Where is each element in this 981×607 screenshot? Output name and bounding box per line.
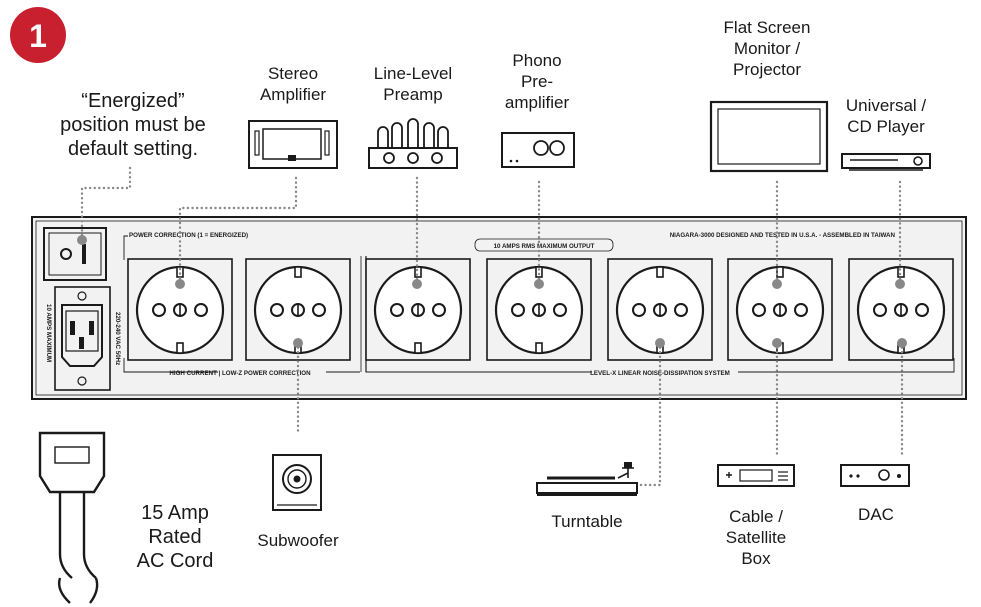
leader-endpoint-dot [772,279,782,289]
phono-preamp-label: Phono Pre- amplifier [505,51,570,112]
monitor-label: Flat Screen Monitor / Projector [724,18,811,79]
inlet-amps-label: 10 AMPS MAXIMUM [45,304,52,362]
dac-label: DAC [858,505,894,524]
svg-text:Rated: Rated [148,526,201,548]
leader-endpoint-dot [895,279,905,289]
leader-endpoint-dot [655,338,665,348]
stereo-amplifier-icon [248,120,338,169]
energized-note: “Energized” position must be default set… [60,90,206,160]
leader-endpoint-dot [175,279,185,289]
svg-text:Cable /: Cable / [729,507,783,526]
subwoofer-label: Subwoofer [257,531,339,550]
ac-inlet[interactable]: 220-240 VAC 50Hz 10 AMPS MAXIMUM [45,286,121,391]
model-label: NIAGARA-3000 DESIGNED AND TESTED IN U.S.… [670,232,896,239]
step-badge: 1 [10,7,66,63]
svg-text:Phono: Phono [512,51,561,70]
svg-text:Box: Box [741,549,771,568]
svg-text:CD Player: CD Player [847,117,925,136]
cd-player-icon [841,153,931,171]
svg-text:Satellite: Satellite [726,528,786,547]
svg-text:amplifier: amplifier [505,93,570,112]
leader-endpoint-dot [293,338,303,348]
svg-text:Amplifier: Amplifier [260,85,326,104]
outlet-4[interactable] [486,258,592,361]
leader-endpoint-dot [412,279,422,289]
svg-text:Universal /: Universal / [846,96,927,115]
svg-text:AC Cord: AC Cord [137,550,214,572]
svg-text:Stereo: Stereo [268,64,318,83]
levelx-label: LEVEL-X LINEAR NOISE-DISSIPATION SYSTEM [590,370,730,377]
svg-text:15 Amp: 15 Amp [141,502,209,524]
cable-box-label: Cable / Satellite Box [726,507,786,568]
phono-preamp-icon [501,132,575,168]
leader-lines [80,166,904,487]
max-output-label: 10 AMPS RMS MAXIMUM OUTPUT [494,243,595,250]
step-badge-number: 1 [29,18,47,54]
turntable-label: Turntable [551,512,622,531]
turntable-icon [536,462,638,496]
note-line-2: position must be [60,114,206,136]
subwoofer-icon [272,454,322,511]
note-line-3: default setting. [68,138,198,160]
note-line-1: “Energized” [81,90,184,112]
monitor-icon [709,100,829,173]
svg-text:Flat Screen: Flat Screen [724,18,811,37]
outlet-3[interactable] [365,258,471,361]
leader-endpoint-dot [77,235,87,245]
power-switch[interactable] [43,227,107,281]
svg-text:Line-Level: Line-Level [374,64,452,83]
svg-text:Projector: Projector [733,60,801,79]
leader-stereo-amp [178,176,298,286]
leader-endpoint-dot [897,338,907,348]
leader-endpoint-dot [772,338,782,348]
leader-endpoint-dot [534,279,544,289]
svg-text:Pre-: Pre- [521,72,553,91]
svg-text:Monitor /: Monitor / [734,39,800,58]
leader-turntable [638,341,662,487]
leader-energized [80,166,132,242]
high-current-label: HIGH CURRENT | LOW-Z POWER CORRECTION [169,370,311,377]
stereo-amplifier-label: Stereo Amplifier [260,64,326,104]
dac-icon [840,464,910,487]
outlet-row [127,258,954,361]
cd-player-label: Universal / CD Player [846,96,927,136]
ac-cord-icon [38,431,106,604]
power-correction-label: POWER CORRECTION (1 = ENERGIZED) [129,232,248,239]
ac-cord-label: 15 Amp Rated AC Cord [137,502,214,572]
svg-text:Preamp: Preamp [383,85,443,104]
preamp-icon [368,118,458,169]
inlet-voltage-label: 220-240 VAC 50Hz [114,312,121,365]
preamp-label: Line-Level Preamp [374,64,452,104]
outlet-1[interactable] [127,258,233,361]
cable-box-icon [717,464,795,487]
outlet-6[interactable] [727,258,833,361]
outlet-5[interactable] [607,258,713,361]
